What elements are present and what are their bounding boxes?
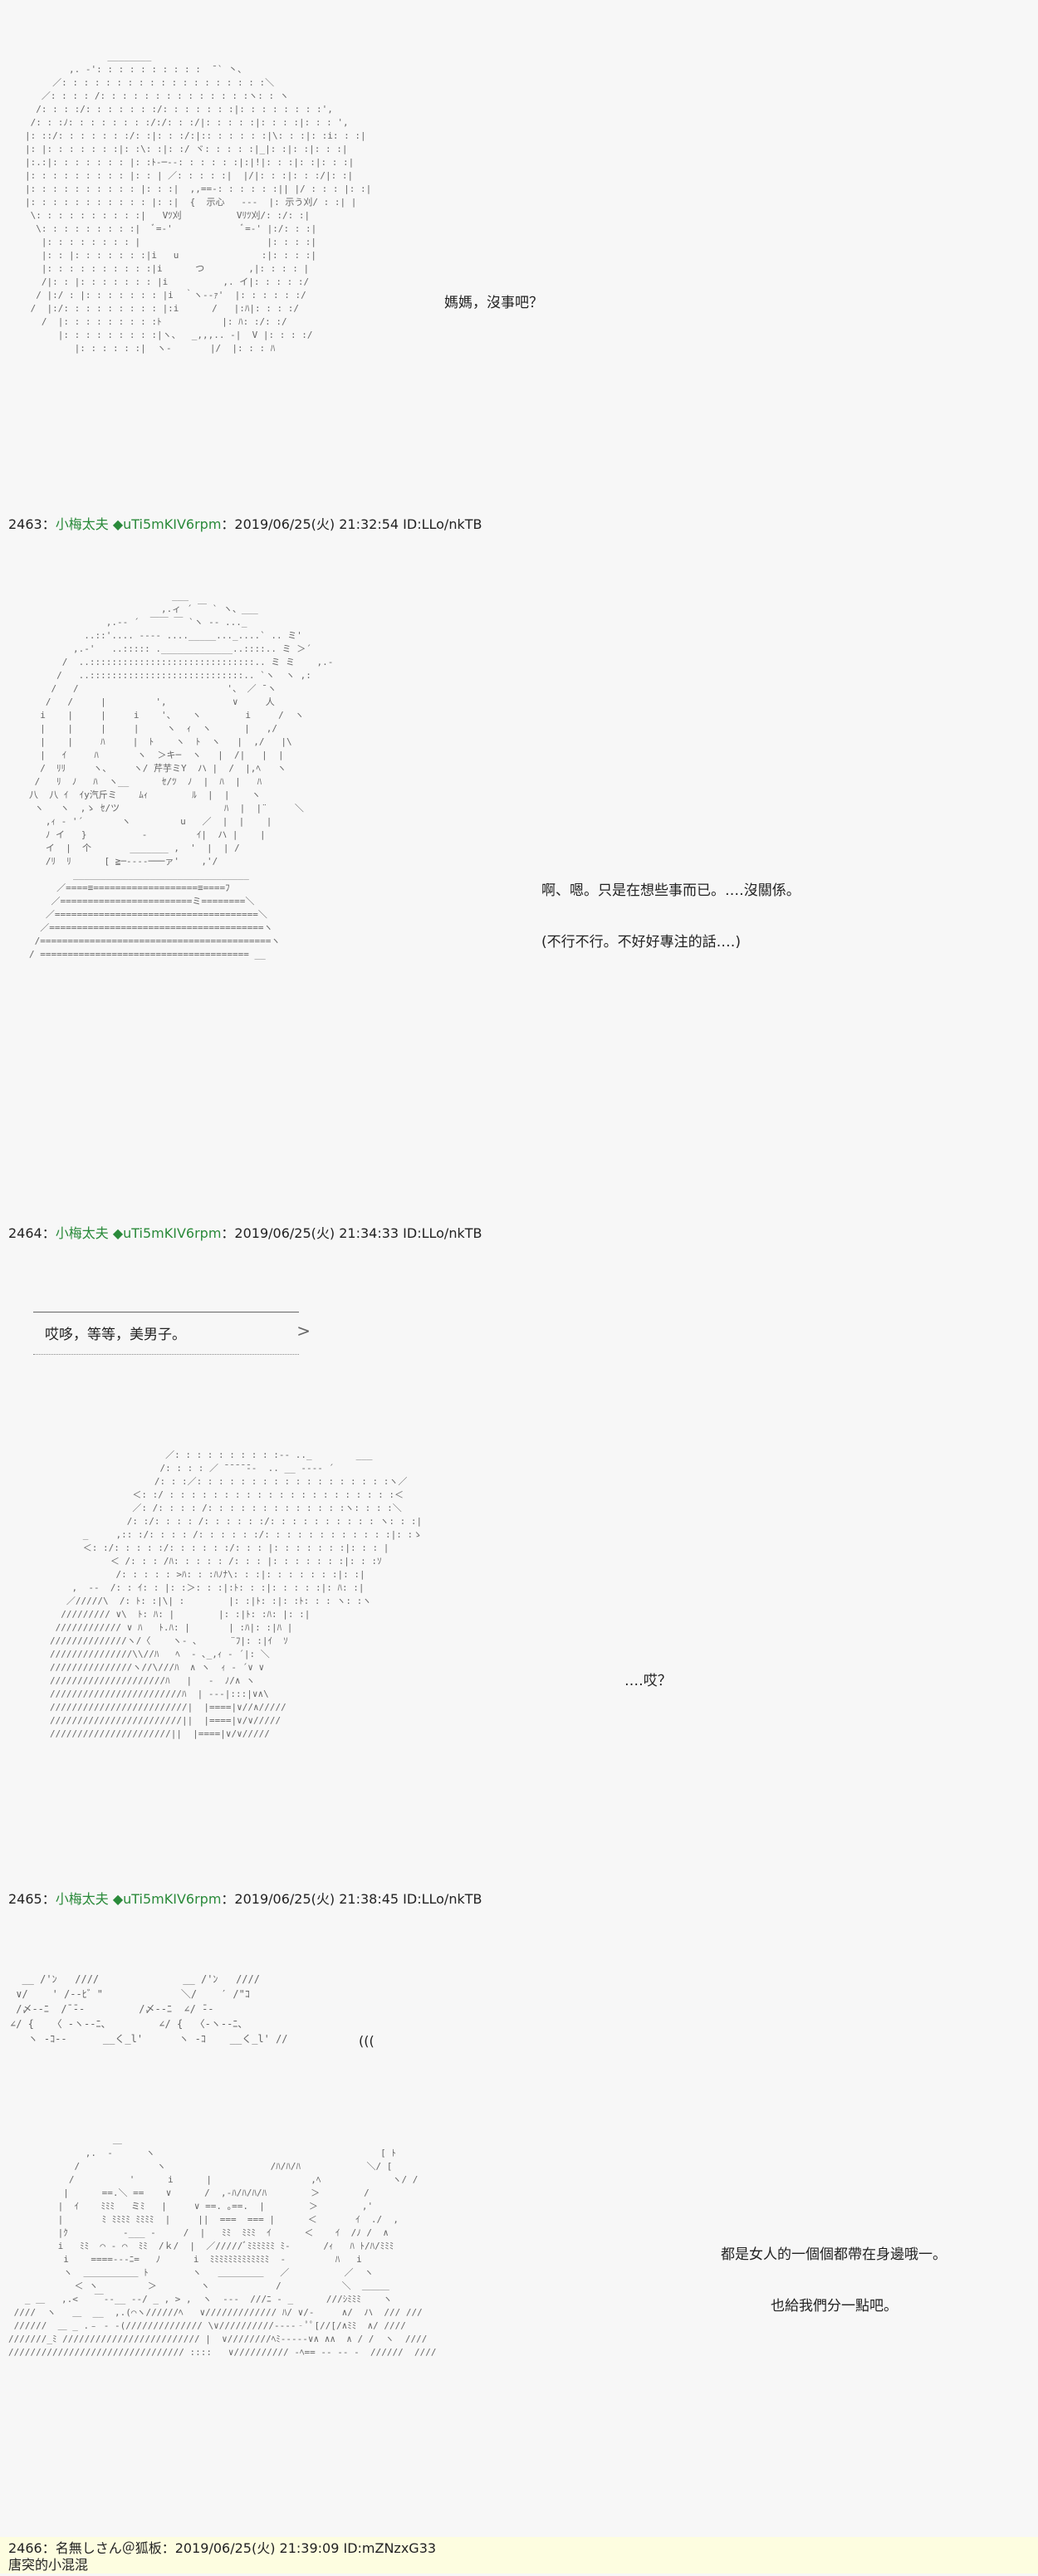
post-meta: ：2019/06/25(火) 21:32:54 ID:LLo/nkTB (221, 516, 482, 532)
ascii-art-boy: ___ ,.ィ ´ ￣ ` ヽ、___ ,.-‐ ´ ￣￣ ￣ `ヽ ‐- ..… (29, 590, 334, 960)
ascii-art-figure: ／: : : : : : : : : :‐- .._ ___ /: : : : … (50, 1449, 423, 1739)
sfx-text: ((( (359, 2033, 375, 2049)
post-meta: ：2019/06/25(火) 21:39:09 ID:mZNzxG33 (161, 2540, 437, 2556)
post-meta: ：2019/06/25(火) 21:38:45 ID:LLo/nkTB (221, 1891, 482, 1907)
post-number[interactable]: 2464： (8, 1225, 56, 1241)
speech-line: 都是女人的一個個都帶在身邊哦一。 (721, 2246, 947, 2263)
poster-name: 小梅太夫 ◆uTi5mKIV6rpm (55, 516, 222, 532)
ascii-art-mother: ________ ,. ‐': : : : : : : : : : ̄ ` 丶、… (25, 51, 372, 354)
post-meta: ：2019/06/25(火) 21:34:33 ID:LLo/nkTB (221, 1225, 482, 1241)
post-number[interactable]: 2463： (8, 516, 56, 532)
ascii-art-laughter: __ /'ﾝ //// __ /'ﾝ //// ∨/ ' /‐-ﾋ゛" ＼/ ′… (10, 1973, 288, 2045)
post-header: 2465：小梅太夫 ◆uTi5mKIV6rpm：2019/06/25(火) 21… (8, 1891, 482, 1908)
speech-line: ‥‥哎？ (624, 1673, 672, 1689)
post-number[interactable]: 2466： (8, 2540, 56, 2556)
speech-bubble: 哎哆，等等，美男子。 > (33, 1312, 311, 1355)
bubble-text: 哎哆，等等，美男子。 (45, 1327, 186, 1343)
reply-highlight (0, 2537, 1038, 2574)
post-header: 2463：小梅太夫 ◆uTi5mKIV6rpm：2019/06/25(火) 21… (8, 516, 482, 533)
speech-line: (不行不行。不好好專注的話‥‥) (541, 934, 741, 951)
speech-line: 也給我們分一點吧。 (771, 2298, 898, 2314)
post-header: 2464：小梅太夫 ◆uTi5mKIV6rpm：2019/06/25(火) 21… (8, 1225, 482, 1242)
post-number[interactable]: 2465： (8, 1891, 56, 1907)
poster-name: 小梅太夫 ◆uTi5mKIV6rpm (55, 1225, 222, 1241)
reply-text: 唐突的小混混 (8, 2557, 89, 2573)
poster-name: 名無しさん＠狐板 (55, 2540, 162, 2556)
post-header: 2466：名無しさん＠狐板：2019/06/25(火) 21:39:09 ID:… (8, 2540, 436, 2557)
speech-line: 媽媽，沒事吧？ (444, 295, 543, 311)
ascii-art-thugs: ＿ ,. ‐ ヽ [ ﾄ / ヽ /ﾊ/ﾊ/ﾊ ＼/ [ / ' i | ,ﾍ (8, 2134, 437, 2358)
bubble-tail-icon: > (296, 1321, 311, 1341)
poster-name: 小梅太夫 ◆uTi5mKIV6rpm (55, 1891, 222, 1907)
speech-line: 啊、嗯。只是在想些事而已。‥‥沒關係。 (541, 882, 801, 899)
